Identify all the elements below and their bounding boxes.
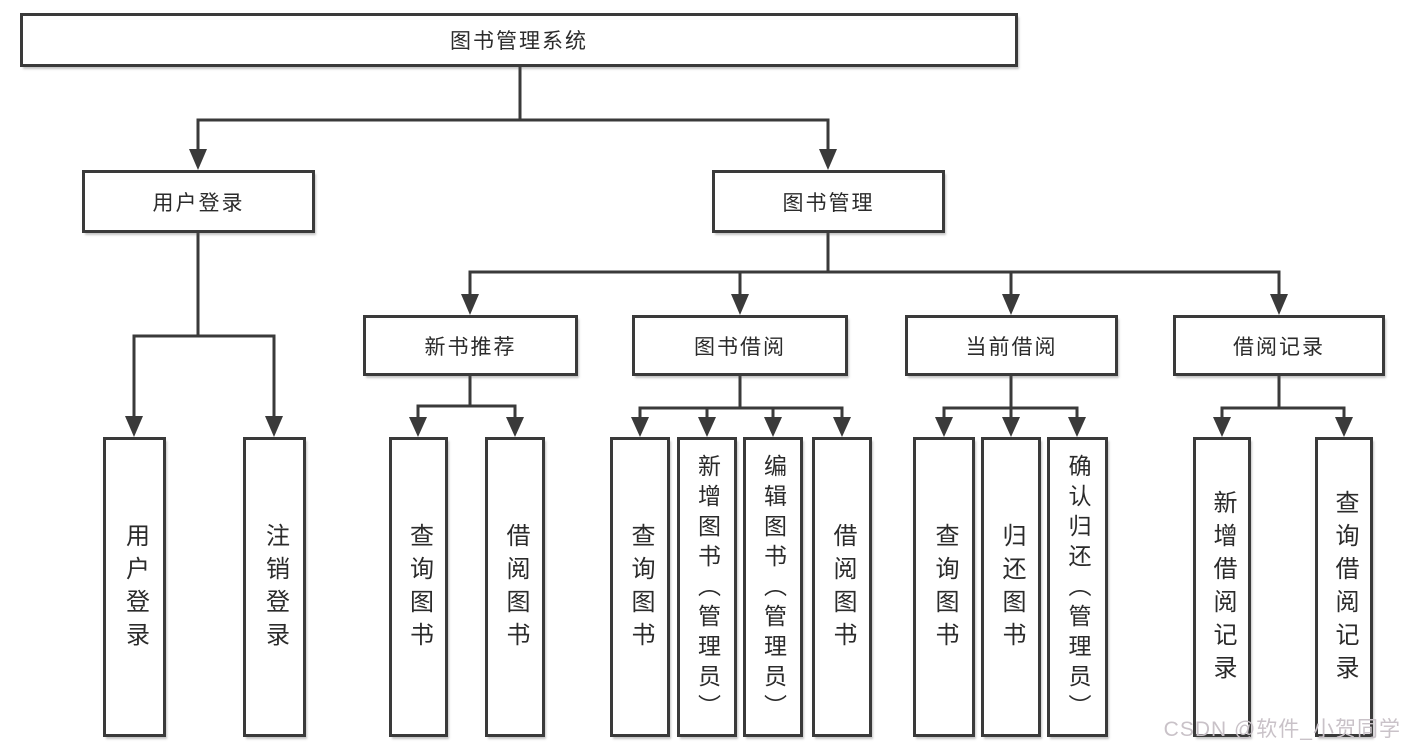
node-add-borrow-record: 新增借阅记录 (1193, 437, 1251, 737)
csdn-watermark: CSDN @软件_小贺同学 (1163, 718, 1401, 741)
node-user-login-branch: 用户登录 (82, 170, 315, 233)
arrowhead (833, 417, 851, 437)
node-user-login: 用户登录 (103, 437, 166, 737)
arrowhead (506, 417, 524, 437)
arrowhead (819, 149, 837, 170)
node-current-query-books: 查询图书 (913, 437, 975, 737)
node-new-book-recommend: 新书推荐 (363, 315, 578, 376)
arrowhead (265, 416, 283, 437)
node-add-books-admin: 新增图书（管理员） (677, 437, 737, 737)
arrowhead (409, 417, 427, 437)
node-query-borrow-record: 查询借阅记录 (1315, 437, 1373, 737)
node-borrowing-query-books: 查询图书 (610, 437, 670, 737)
arrowhead (631, 417, 649, 437)
arrowhead (125, 416, 143, 437)
arrowhead (1002, 417, 1020, 437)
node-return-books: 归还图书 (981, 437, 1041, 737)
arrowhead (764, 417, 782, 437)
node-edit-books-admin: 编辑图书（管理员） (743, 437, 803, 737)
arrowhead (731, 294, 749, 315)
node-current-borrowing: 当前借阅 (905, 315, 1118, 376)
node-borrowing-borrow-books: 借阅图书 (812, 437, 872, 737)
node-book-borrowing: 图书借阅 (632, 315, 848, 376)
node-logout-login: 注销登录 (243, 437, 306, 737)
arrowhead (189, 149, 207, 170)
arrowhead (935, 417, 953, 437)
arrowhead (1213, 417, 1231, 437)
arrowhead (461, 294, 479, 315)
node-newbook-borrow-books: 借阅图书 (485, 437, 545, 737)
node-borrowing-records: 借阅记录 (1173, 315, 1385, 376)
arrowhead (1270, 294, 1288, 315)
arrowhead (698, 417, 716, 437)
arrowhead (1002, 294, 1020, 315)
node-library-system: 图书管理系统 (20, 13, 1018, 67)
node-confirm-return-admin: 确认归还（管理员） (1047, 437, 1108, 737)
arrowhead (1335, 417, 1353, 437)
node-newbook-query-books: 查询图书 (389, 437, 448, 737)
node-book-management: 图书管理 (712, 170, 945, 233)
arrowhead (1068, 417, 1086, 437)
